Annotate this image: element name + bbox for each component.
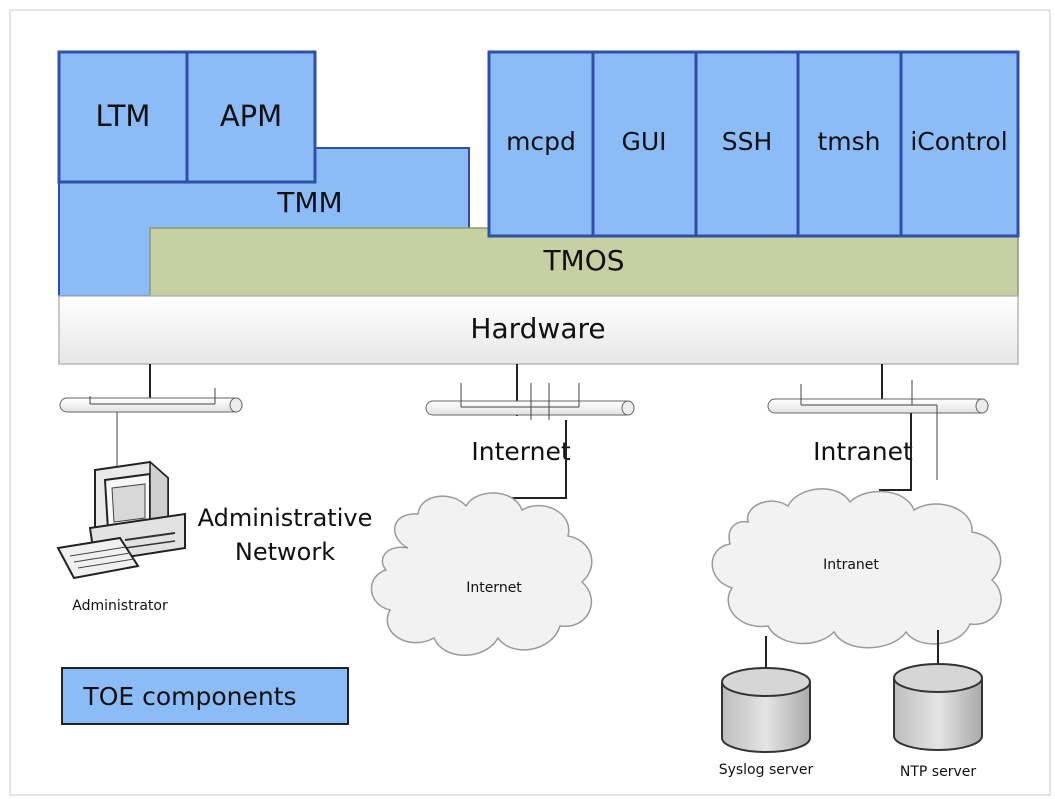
- ntp-server-icon: [893, 663, 983, 751]
- intranet-cloud-icon: [711, 488, 1002, 649]
- tmm-label: TMM: [276, 186, 342, 219]
- mcpd-box: [487, 50, 595, 238]
- gui-box: [591, 50, 698, 238]
- ssh-label: SSH: [722, 127, 773, 156]
- legend-swatch: [61, 667, 349, 725]
- icontrol-label: iControl: [910, 127, 1007, 156]
- apm-label: APM: [220, 99, 282, 133]
- icontrol-box: [899, 50, 1020, 238]
- syslog-server-icon: [721, 667, 811, 753]
- ltm-label: LTM: [96, 99, 151, 133]
- admin-network-label-line2: Network: [235, 538, 335, 566]
- tmsh-label: tmsh: [817, 127, 880, 156]
- administrator-label: Administrator: [72, 598, 168, 614]
- intranet-label: Intranet: [813, 437, 913, 466]
- ntp-server-label: NTP server: [900, 764, 976, 780]
- hardware-block: [58, 295, 1019, 365]
- ltm-box: [57, 50, 189, 184]
- intranet-cloud-label: Intranet: [823, 557, 879, 573]
- internet-cloud-icon: [370, 492, 593, 656]
- admin-network-label-line1: Administrative: [198, 504, 373, 532]
- internet-label: Internet: [471, 437, 570, 466]
- internet-cloud-label: Internet: [466, 580, 522, 596]
- administrator-computer-icon: [56, 460, 186, 580]
- admin-network-bus: [59, 388, 243, 413]
- apm-box: [185, 50, 317, 184]
- internet-bus: [425, 383, 635, 420]
- hardware-label: Hardware: [470, 312, 605, 345]
- tmos-label: TMOS: [542, 244, 624, 277]
- intranet-bus: [767, 380, 989, 480]
- syslog-server-label: Syslog server: [719, 762, 814, 778]
- mcpd-label: mcpd: [506, 127, 576, 156]
- legend-label: TOE components: [82, 682, 296, 711]
- gui-label: GUI: [621, 127, 666, 156]
